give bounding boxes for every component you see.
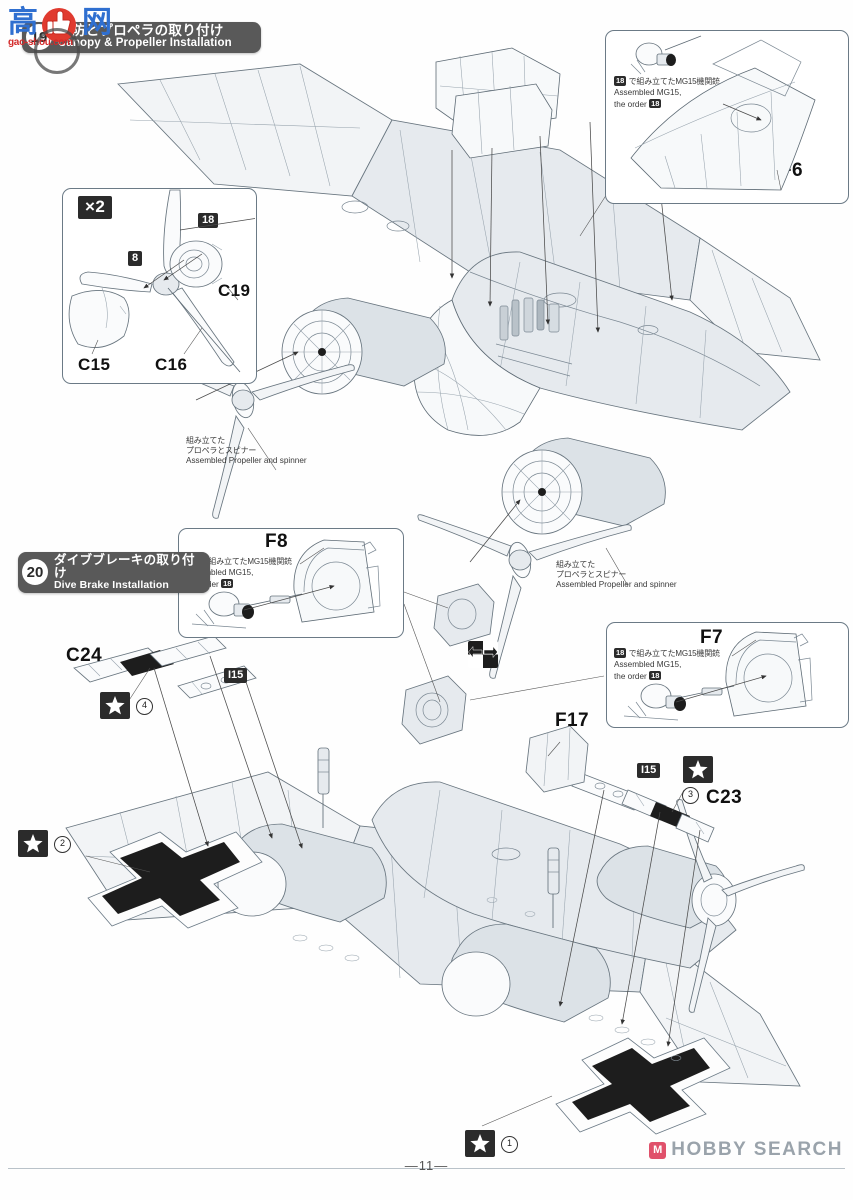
decal-number-3: 3 [682, 787, 699, 804]
note-f6-en2: the order [614, 99, 647, 109]
note-f7-step-chip: 18 [614, 648, 627, 658]
note-f7: 18 で組み立てたMG15機関銃 Assembled MG15, the ord… [614, 648, 722, 682]
f8-part-drawing [191, 539, 381, 629]
note-f8-jp: で組み立てたMG15機関銃 [200, 557, 292, 566]
label-c15: C15 [78, 355, 111, 374]
caption-upper-jp2: プロペラとスピナー [186, 446, 257, 455]
f6-part-drawing [630, 35, 816, 191]
label-i15-right: I15 [637, 763, 661, 778]
note-f6-en1: Assembled MG15, [614, 88, 682, 98]
star-icon [23, 834, 43, 853]
f7-part-drawing [623, 631, 813, 721]
decal-star-2 [18, 830, 48, 857]
label-c24: C24 [66, 645, 103, 666]
decal-star-4 [100, 692, 130, 719]
decal-star-1 [465, 1130, 495, 1157]
note-f6-jp: で組み立てたMG15機関銃 [628, 77, 720, 86]
page-number: —11— [404, 1158, 449, 1173]
hobby-search-badge-icon: M [649, 1141, 667, 1159]
star-icon [105, 696, 125, 715]
watermark-char-2: 网 [82, 6, 112, 39]
watermark-ring [34, 28, 80, 74]
part-chip-18: 18 [198, 213, 219, 228]
turret-mounts [401, 583, 495, 745]
caption-upper-en: Assembled Propeller and spinner [186, 456, 307, 465]
step-title-jp-19: 風防とプロペラの取り付け [58, 23, 224, 39]
label-f17: F17 [555, 710, 589, 731]
star-icon [470, 1134, 490, 1153]
note-f7-step-chip2: 18 [649, 670, 662, 681]
step-number-20: 20 [22, 559, 48, 586]
note-f7-jp: で組み立てたMG15機関銃 [628, 649, 720, 658]
note-f6-step-chip: 18 [614, 76, 627, 86]
step-header-20: 20 ダイブブレーキの取り付け Dive Brake Installation [18, 552, 210, 594]
quantity-chip-x2: ×2 [78, 196, 113, 219]
note-f7-en1: Assembled MG15, [614, 660, 682, 670]
note-f8-step-chip2: 18 [221, 578, 234, 589]
caption-lower-jp1: 組み立てた [556, 560, 595, 569]
upper-canopy-parts [435, 47, 561, 159]
balkenkreuz-left [87, 831, 263, 929]
label-f8: F8 [265, 531, 288, 552]
label-c23: C23 [706, 787, 743, 808]
label-c16: C16 [155, 355, 188, 374]
dive-brake-part-c24 [73, 635, 227, 683]
caption-lower-jp2: プロペラとスピナー [556, 570, 627, 579]
lower-aircraft-illustration [65, 583, 805, 1135]
step-title-en-19: Canopy & Propeller Installation [58, 37, 232, 50]
note-f8-en1: Assembled MG15, [186, 568, 254, 578]
hobby-search-watermark: M HOBBY SEARCH [649, 1139, 843, 1161]
balkenkreuz-right [555, 1037, 731, 1135]
gaoshou-watermark: 高 网 gao-shou.com [6, 4, 126, 74]
propeller-exploded-drawing [68, 189, 255, 373]
label-i15-left: I15 [224, 668, 248, 683]
hobby-search-text: HOBBY SEARCH [671, 1139, 843, 1160]
caption-assembled-propeller-lower: 組み立てた プロペラとスピナー Assembled Propeller and … [556, 560, 706, 590]
star-icon [688, 760, 708, 779]
caption-lower-en: Assembled Propeller and spinner [556, 580, 677, 589]
lower-right-engine [596, 799, 805, 1013]
footer-rule [8, 1168, 845, 1169]
part-chip-8: 8 [128, 251, 143, 266]
caption-assembled-propeller-upper: 組み立てた プロペラとスピナー Assembled Propeller and … [186, 436, 336, 466]
note-f7-en2: the order [614, 671, 647, 681]
decal-number-1: 1 [501, 1136, 518, 1153]
decal-number-2: 2 [54, 836, 71, 853]
part-f17-illustration [525, 725, 589, 793]
label-c19: C19 [218, 281, 251, 300]
note-f6-step-chip2: 18 [649, 98, 662, 109]
mast-detail [317, 747, 560, 928]
decal-star-3 [683, 756, 713, 783]
upper-aircraft-illustration [117, 47, 821, 679]
step-title-jp-20: ダイブブレーキの取り付け [54, 553, 195, 580]
label-f7: F7 [700, 627, 723, 648]
dive-brake-part-c23 [621, 789, 715, 843]
step-title-en-20: Dive Brake Installation [54, 578, 169, 591]
watermark-char-1: 高 [8, 6, 38, 39]
opposite-side-arrow-icon [468, 641, 498, 668]
decal-number-4: 4 [136, 698, 153, 715]
caption-upper-jp1: 組み立てた [186, 436, 225, 445]
note-f6: 18 で組み立てたMG15機関銃 Assembled MG15, the ord… [614, 76, 722, 110]
